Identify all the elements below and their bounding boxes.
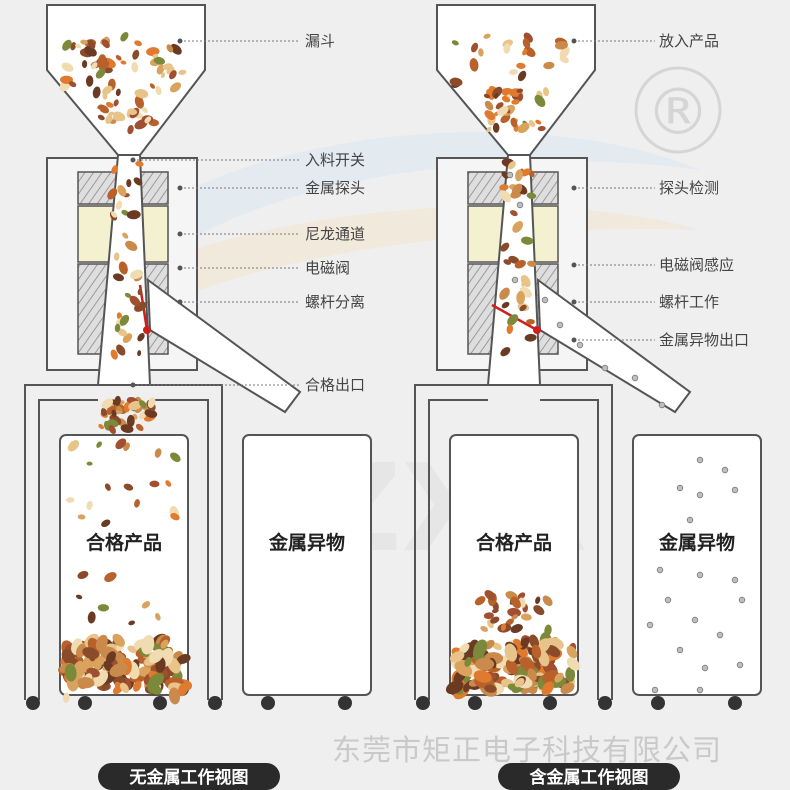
svg-text:含金属工作视图: 含金属工作视图 [530,767,649,788]
diverter-arm [146,277,302,414]
bin-label-metal-right: 金属异物 [658,531,735,554]
left-labels [133,40,300,386]
left-machine [24,4,372,710]
caption-left: 无金属工作视图 [98,763,280,790]
bin-metal-left [242,434,372,696]
label-metal-probe: 金属探头 [305,179,365,197]
bin-label-qualified-right: 合格产品 [476,531,552,554]
label-qualified-outlet: 合格出口 [305,376,365,394]
caption-right: 含金属工作视图 [498,763,680,790]
svg-text:无金属工作视图: 无金属工作视图 [129,767,249,788]
label-hopper: 漏斗 [305,32,335,50]
right-labels [574,40,655,341]
pivot-dot [143,326,151,334]
label-screw-separation: 螺杆分离 [305,293,365,311]
falling-nuts-right [449,32,570,636]
label-solenoid-valve: 电磁阀 [305,259,350,277]
nut-pile-left [58,633,193,705]
label-probe-detect: 探头检测 [659,179,719,197]
label-feed-switch: 入料开关 [305,151,365,169]
company-name: 东莞市矩正电子科技有限公司 [332,733,722,767]
label-nylon-channel: 尼龙通道 [305,225,365,243]
falling-nuts-left [59,32,187,626]
metal-particles [506,171,746,694]
bin-label-qualified-left: 合格产品 [86,531,162,554]
diverter-arm-right [536,277,692,414]
label-screw-work: 螺杆工作 [659,293,719,311]
bin-qualified-left [59,434,189,696]
watermark-swoosh [150,132,700,290]
wheels-left [26,696,352,710]
label-valve-sense: 电磁阀感应 [659,256,734,274]
nut-pile-right [445,632,581,700]
wheels-right [416,696,742,710]
bin-metal-right [632,434,762,696]
registered-mark: ® [634,66,722,154]
label-put-product: 放入产品 [659,32,719,50]
svg-text:®: ® [646,76,710,150]
bin-label-metal-left: 金属异物 [268,531,345,554]
right-machine [414,4,762,710]
label-metal-outlet: 金属异物出口 [659,331,749,349]
